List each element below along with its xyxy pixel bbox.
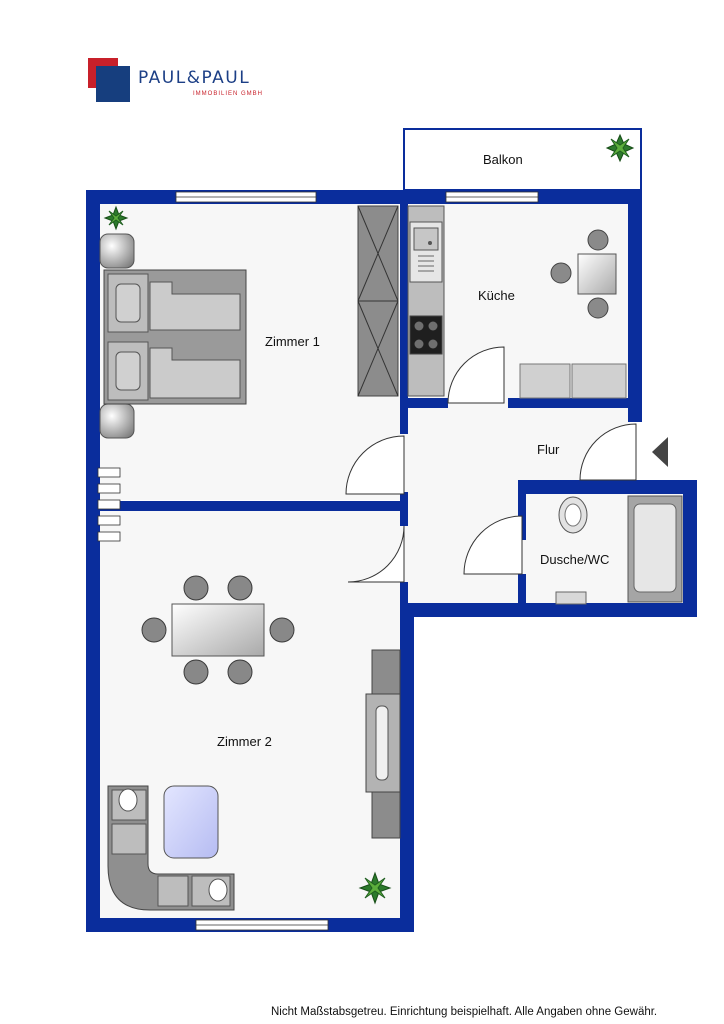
wall-east-upper (628, 190, 642, 422)
plant-icon (605, 133, 635, 163)
wardrobe (357, 205, 399, 397)
wall-kueche-south-a (404, 398, 448, 408)
room-label-balkon: Balkon (483, 152, 523, 167)
wall-bath-west-lower (518, 574, 526, 608)
corner-sofa (107, 785, 235, 911)
brand-subtitle: IMMOBILIEN GMBH (193, 91, 264, 97)
radiator-west (97, 467, 121, 542)
wall-kueche-south-b (508, 398, 642, 408)
door-zimmer2 (347, 525, 405, 583)
door-entrance (579, 423, 637, 481)
washbasin (555, 591, 587, 605)
shower-tray (627, 495, 683, 603)
dining-table-set (141, 575, 295, 685)
floor-zimmer2 (100, 510, 404, 920)
wall-kueche-west (400, 190, 408, 434)
wall-bath-north (518, 480, 697, 494)
doors (345, 346, 637, 583)
door-kueche (447, 346, 505, 404)
zimmer2-furniture (107, 575, 401, 911)
logo-mark-blue (96, 66, 130, 102)
door-zimmer1 (345, 435, 405, 495)
door-dusche (463, 515, 523, 575)
wall-bath-east (683, 480, 697, 617)
floor-balkon (404, 130, 640, 190)
windows (97, 191, 539, 931)
wall-flur-west-low (400, 582, 408, 612)
coffee-table (163, 785, 219, 859)
sideboard-tv (365, 649, 401, 839)
plant-icon (103, 205, 129, 231)
nightstand-bottom (99, 403, 135, 439)
company-logo: PAUL&PAUL IMMOBILIEN GMBH (88, 58, 318, 108)
double-bed (103, 269, 247, 405)
room-label-zimmer2: Zimmer 2 (217, 734, 272, 749)
bath-fixtures (555, 495, 683, 605)
plants (103, 133, 635, 905)
kitchen-sink (409, 221, 443, 283)
zimmer1-furniture (99, 205, 399, 439)
plant-icon (358, 871, 392, 905)
nightstand-top (99, 233, 135, 269)
wall-bath-south (400, 603, 697, 617)
entrance-arrow-icon (652, 437, 668, 467)
room-label-kueche: Küche (478, 288, 515, 303)
toilet (558, 496, 588, 534)
kitchen-base-cabinets (519, 363, 627, 399)
kueche-furniture (407, 205, 627, 399)
wall-west (86, 190, 100, 932)
wall-bath-west-upper (518, 480, 526, 540)
kitchen-dining-set (550, 229, 617, 319)
wall-east-lower (400, 604, 414, 932)
room-label-zimmer1: Zimmer 1 (265, 334, 320, 349)
disclaimer-text: Nicht Maßstabsgetreu. Einrichtung beispi… (271, 1006, 658, 1018)
room-label-flur: Flur (537, 442, 560, 457)
room-label-dusche: Dusche/WC (540, 552, 610, 567)
brand-name: PAUL&PAUL (138, 68, 251, 88)
wall-north (86, 190, 642, 204)
kitchen-stove (409, 315, 443, 355)
wall-zimmer-divider (100, 501, 408, 511)
